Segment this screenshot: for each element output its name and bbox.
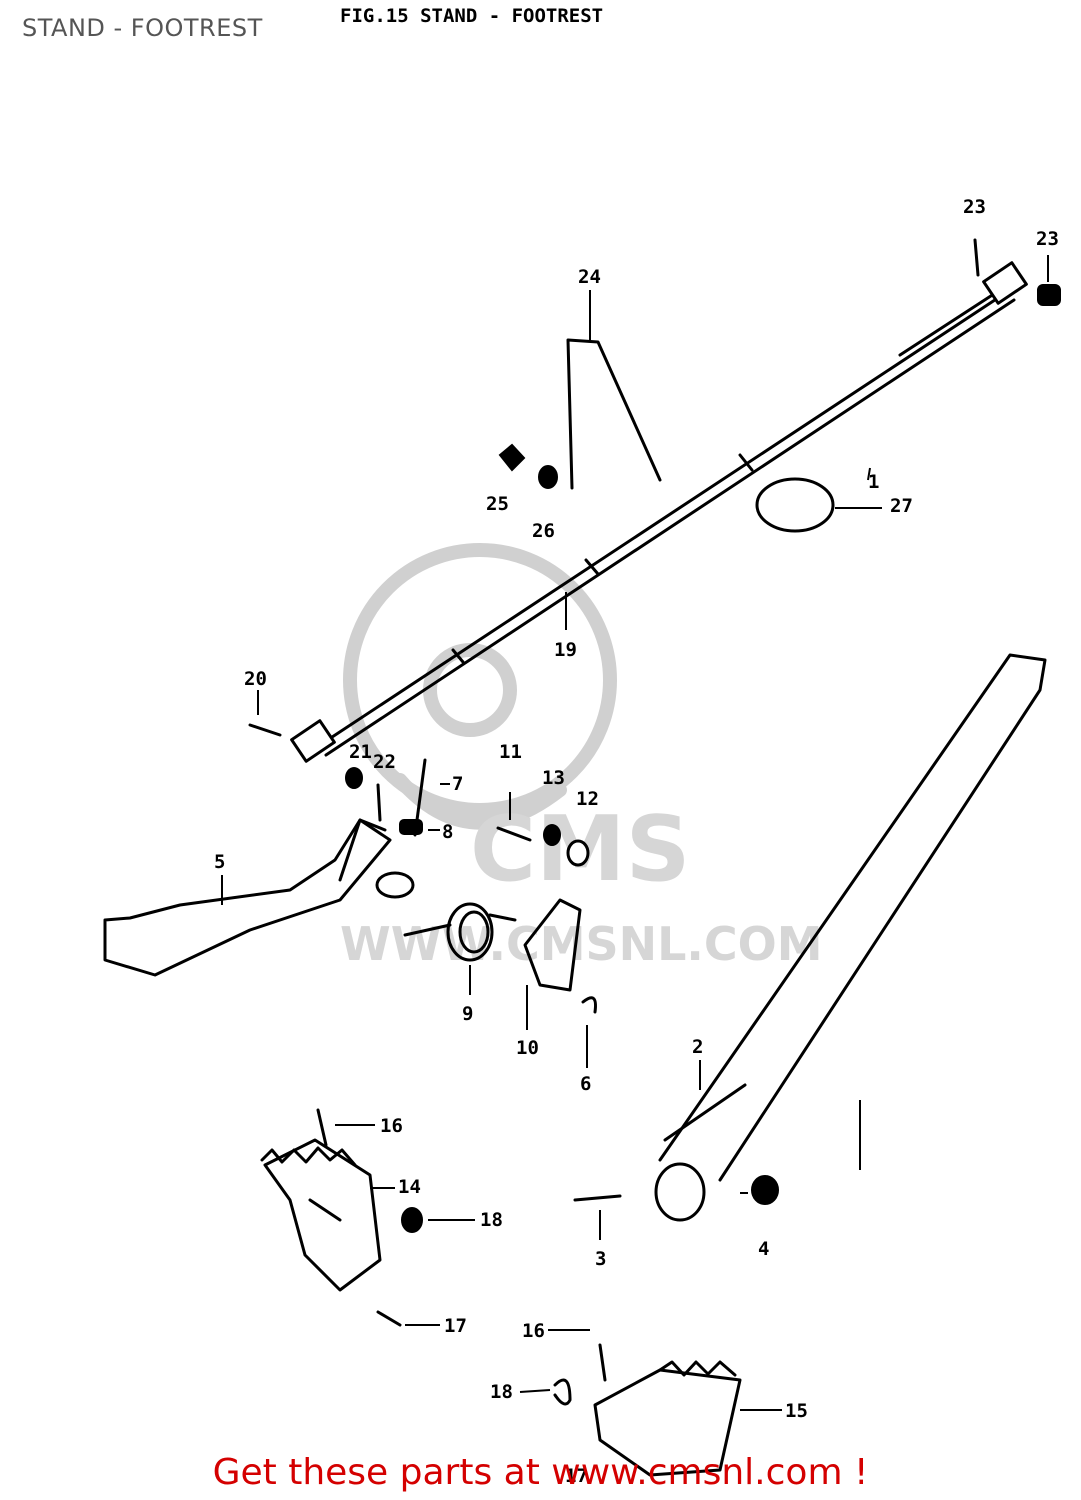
callout-18-lower: 18 [490,1381,513,1403]
callout-4: 4 [758,1238,769,1260]
pin-16-upper [316,1108,328,1147]
watermark-logo: CMS WWW.CMSNL.COM [340,543,823,971]
clip-17-upper [376,1310,402,1327]
brake-pedal-5 [103,818,392,977]
callout-15: 15 [785,1400,808,1422]
callout-5: 5 [214,851,225,873]
circlip-6 [581,996,597,1014]
callout-17-lower: 17 [565,1465,588,1487]
callout-labels: 1 2 3 4 5 6 7 8 9 10 11 12 13 14 15 16 1… [214,196,1059,1487]
pin-16-lower [598,1343,607,1382]
callout-9: 9 [462,1003,473,1025]
callout-20: 20 [244,668,267,690]
spring-18-upper [401,1207,423,1233]
callout-3: 3 [595,1248,606,1270]
nut-13 [543,824,561,846]
washer-12 [566,839,590,867]
washer-26 [538,465,558,489]
callout-17-upper: 17 [444,1315,467,1337]
callout-16-upper: 16 [380,1115,403,1137]
footer-link-text[interactable]: Get these parts at www.cmsnl.com ! [212,1452,869,1493]
clip-21 [345,767,363,789]
callout-6: 6 [580,1073,591,1095]
nut-8 [399,819,423,835]
nut-4 [751,1175,779,1205]
side-stand-1 [658,653,1047,1182]
callout-19: 19 [554,639,577,661]
oring-27 [755,477,835,533]
footrest-right-15 [593,1360,742,1477]
callout-10: 10 [516,1037,539,1059]
pin-20 [248,723,282,737]
bolt-11 [496,826,532,842]
callout-11: 11 [499,741,522,763]
callout-21: 21 [349,741,372,763]
callout-7: 7 [452,773,463,795]
bolt-25 [498,443,526,472]
callout-27: 27 [890,495,913,517]
watermark-text: WWW.CMSNL.COM [340,917,823,971]
callout-16-lower: 16 [522,1320,545,1342]
spring-18-lower [553,1378,572,1406]
leader-lines [221,290,871,1411]
brake-rod [290,261,1028,763]
callout-23-clip: 23 [1036,228,1059,250]
switch-lever-10 [523,898,582,992]
callout-24: 24 [578,266,601,288]
figure-title: FIG.15 STAND - FOOTREST [340,5,603,27]
spring-2 [663,1083,747,1142]
bolt-3 [573,1194,622,1202]
callout-23-pin: 23 [963,196,986,218]
callout-8: 8 [442,821,453,843]
callout-13: 13 [542,767,565,789]
callout-1: 1 [868,471,879,493]
clip-23 [1037,255,1061,306]
callout-12: 12 [576,788,599,810]
callout-22: 22 [373,751,396,773]
callout-18-upper: 18 [480,1209,503,1231]
page-title: STAND - FOOTREST [22,14,263,42]
return-spring-24 [566,338,662,490]
callout-26: 26 [532,520,555,542]
callout-2: 2 [692,1036,703,1058]
pin-23 [973,238,980,277]
callout-14: 14 [398,1176,421,1198]
callout-25: 25 [486,493,509,515]
footrest-left-14 [260,1138,382,1292]
spring-9 [403,902,517,962]
pin-22 [376,783,382,822]
